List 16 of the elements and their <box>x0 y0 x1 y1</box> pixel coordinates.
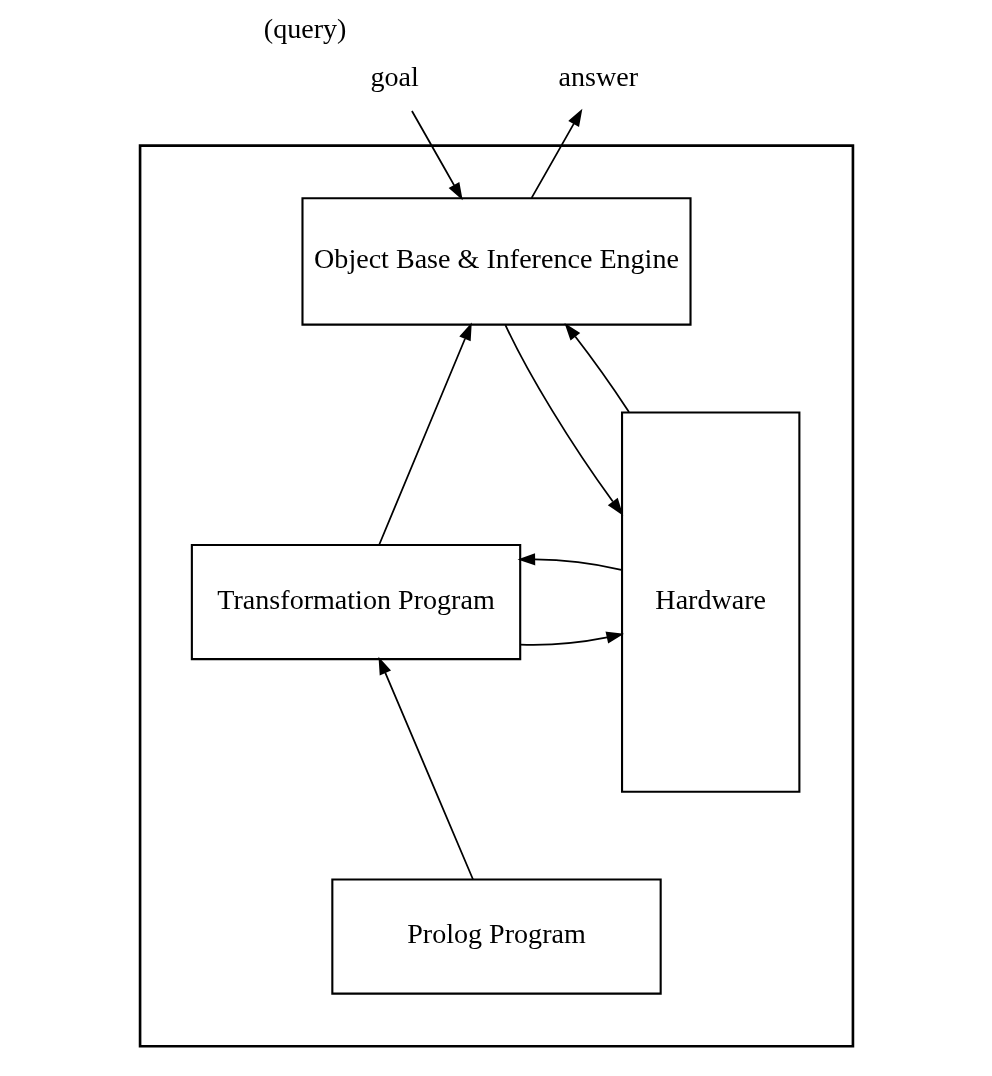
arrow <box>504 324 623 516</box>
arrow <box>377 322 472 546</box>
arrow <box>378 656 474 881</box>
node-text: answer <box>558 60 638 92</box>
node-text: goal <box>369 60 419 92</box>
node-box: Transformation Program <box>190 543 521 661</box>
arrow <box>530 108 582 199</box>
node-box: Hardware <box>620 411 800 793</box>
arrow <box>518 631 624 646</box>
arrow <box>564 322 630 413</box>
arrow <box>410 110 463 201</box>
cluster <box>138 144 854 1048</box>
arrow <box>517 553 622 571</box>
node-label: (query) <box>263 13 346 45</box>
node-box: Prolog Program <box>330 878 662 995</box>
node-box: Object Base & Inference Engine <box>300 197 692 326</box>
